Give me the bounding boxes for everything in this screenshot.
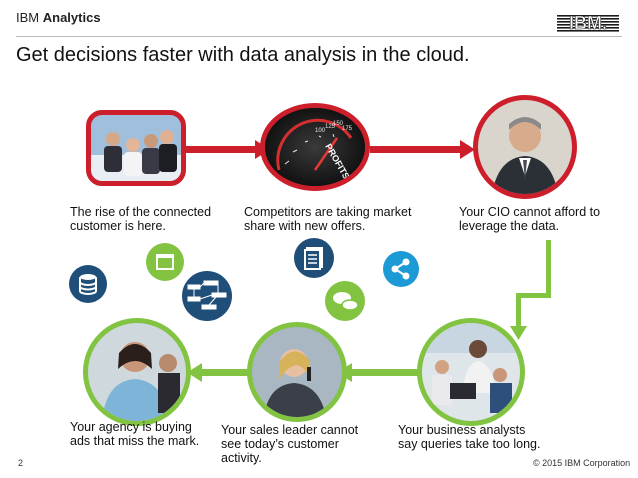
database-icon [69, 265, 107, 303]
page-title: Get decisions faster with data analysis … [16, 44, 470, 66]
green-connector-head [510, 326, 527, 340]
brand-label: IBM Analytics [16, 10, 101, 25]
red-arrow-1 [185, 146, 255, 153]
gauge-tick-175: 175 [342, 126, 353, 132]
cio-photo [473, 95, 577, 199]
share-icon [383, 251, 419, 287]
business-analysts-photo [417, 318, 525, 426]
green-arrow-1 [350, 369, 422, 376]
profits-gauge: 100 125 150 175 PROFITS [260, 103, 370, 191]
ibm-logo: IBM. [557, 13, 619, 33]
green-arrow-2-head [187, 363, 202, 382]
green-arrow-2 [200, 369, 250, 376]
connected-customers-photo [86, 110, 186, 186]
gauge-tick-125: 125 [325, 124, 336, 130]
gauge-tick-150: 150 [333, 121, 344, 127]
red-arrow-2-head [460, 140, 475, 159]
chat-bubbles-icon [325, 281, 365, 321]
copyright: © 2015 IBM Corporation [533, 458, 631, 468]
red-arrow-2 [370, 146, 460, 153]
gauge-tick-100: 100 [315, 128, 326, 134]
agency-photo [83, 318, 191, 426]
gauge-needle [313, 137, 339, 171]
page-number: 2 [18, 458, 24, 468]
green-connector-drop [516, 293, 521, 328]
green-connector-vertical [546, 240, 551, 298]
green-connector-horizontal [516, 293, 551, 298]
people-group-illustration [104, 130, 177, 176]
document-icon [294, 238, 334, 278]
header-divider [16, 36, 622, 37]
window-icon [146, 243, 184, 281]
sales-leader-photo [247, 322, 347, 422]
network-diagram-icon [182, 271, 232, 321]
ibm-logo-text: IBM. [569, 13, 607, 33]
